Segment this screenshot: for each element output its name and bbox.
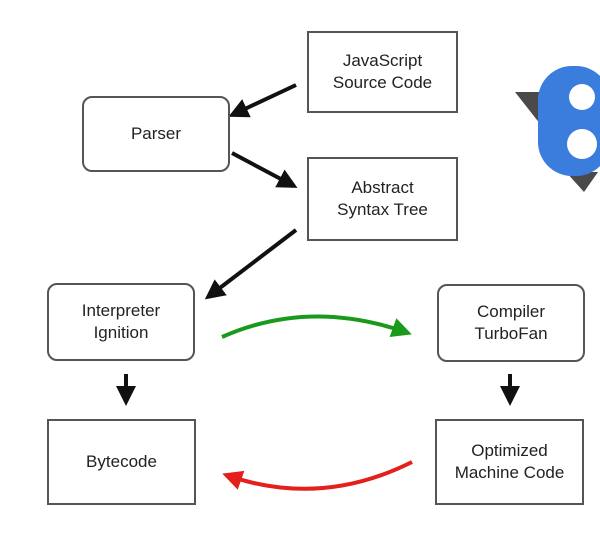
bytecode-node: Bytecode (47, 419, 196, 505)
node-label-line: Parser (130, 124, 182, 143)
v8-logo-icon (515, 66, 600, 192)
node-label-line: Bytecode (86, 452, 157, 471)
arrow-parser-to-ast (231, 151, 298, 188)
node-label-line: Ignition (93, 323, 149, 342)
arrow-interpreter-to-compiler (221, 314, 412, 339)
arrow-source-to-parser (228, 83, 297, 118)
optimized-machine-code-node: Optimized Machine Code (435, 419, 584, 505)
node-label-line: TurboFan (474, 324, 548, 343)
node-label-line: Interpreter (81, 301, 161, 320)
node-label-line: Compiler (476, 302, 546, 321)
node-label-line: Syntax Tree (337, 200, 428, 219)
node-label-line: Machine Code (454, 463, 565, 482)
interpreter-ignition-node: Interpreter Ignition (47, 283, 195, 361)
parser-node: Parser (82, 96, 230, 172)
abstract-syntax-tree-node: Abstract Syntax Tree (307, 157, 458, 241)
compiler-turbofan-node: Compiler TurboFan (437, 284, 585, 362)
arrow-optimized-to-bytecode (222, 460, 413, 491)
node-label-line: Abstract (351, 178, 414, 197)
node-label-line: JavaScript (342, 51, 423, 70)
javascript-source-code-node: JavaScript Source Code (307, 31, 458, 113)
node-label-line: Source Code (332, 73, 433, 92)
node-label-line: Optimized (471, 441, 548, 460)
arrow-ast-to-interpreter (204, 228, 298, 300)
